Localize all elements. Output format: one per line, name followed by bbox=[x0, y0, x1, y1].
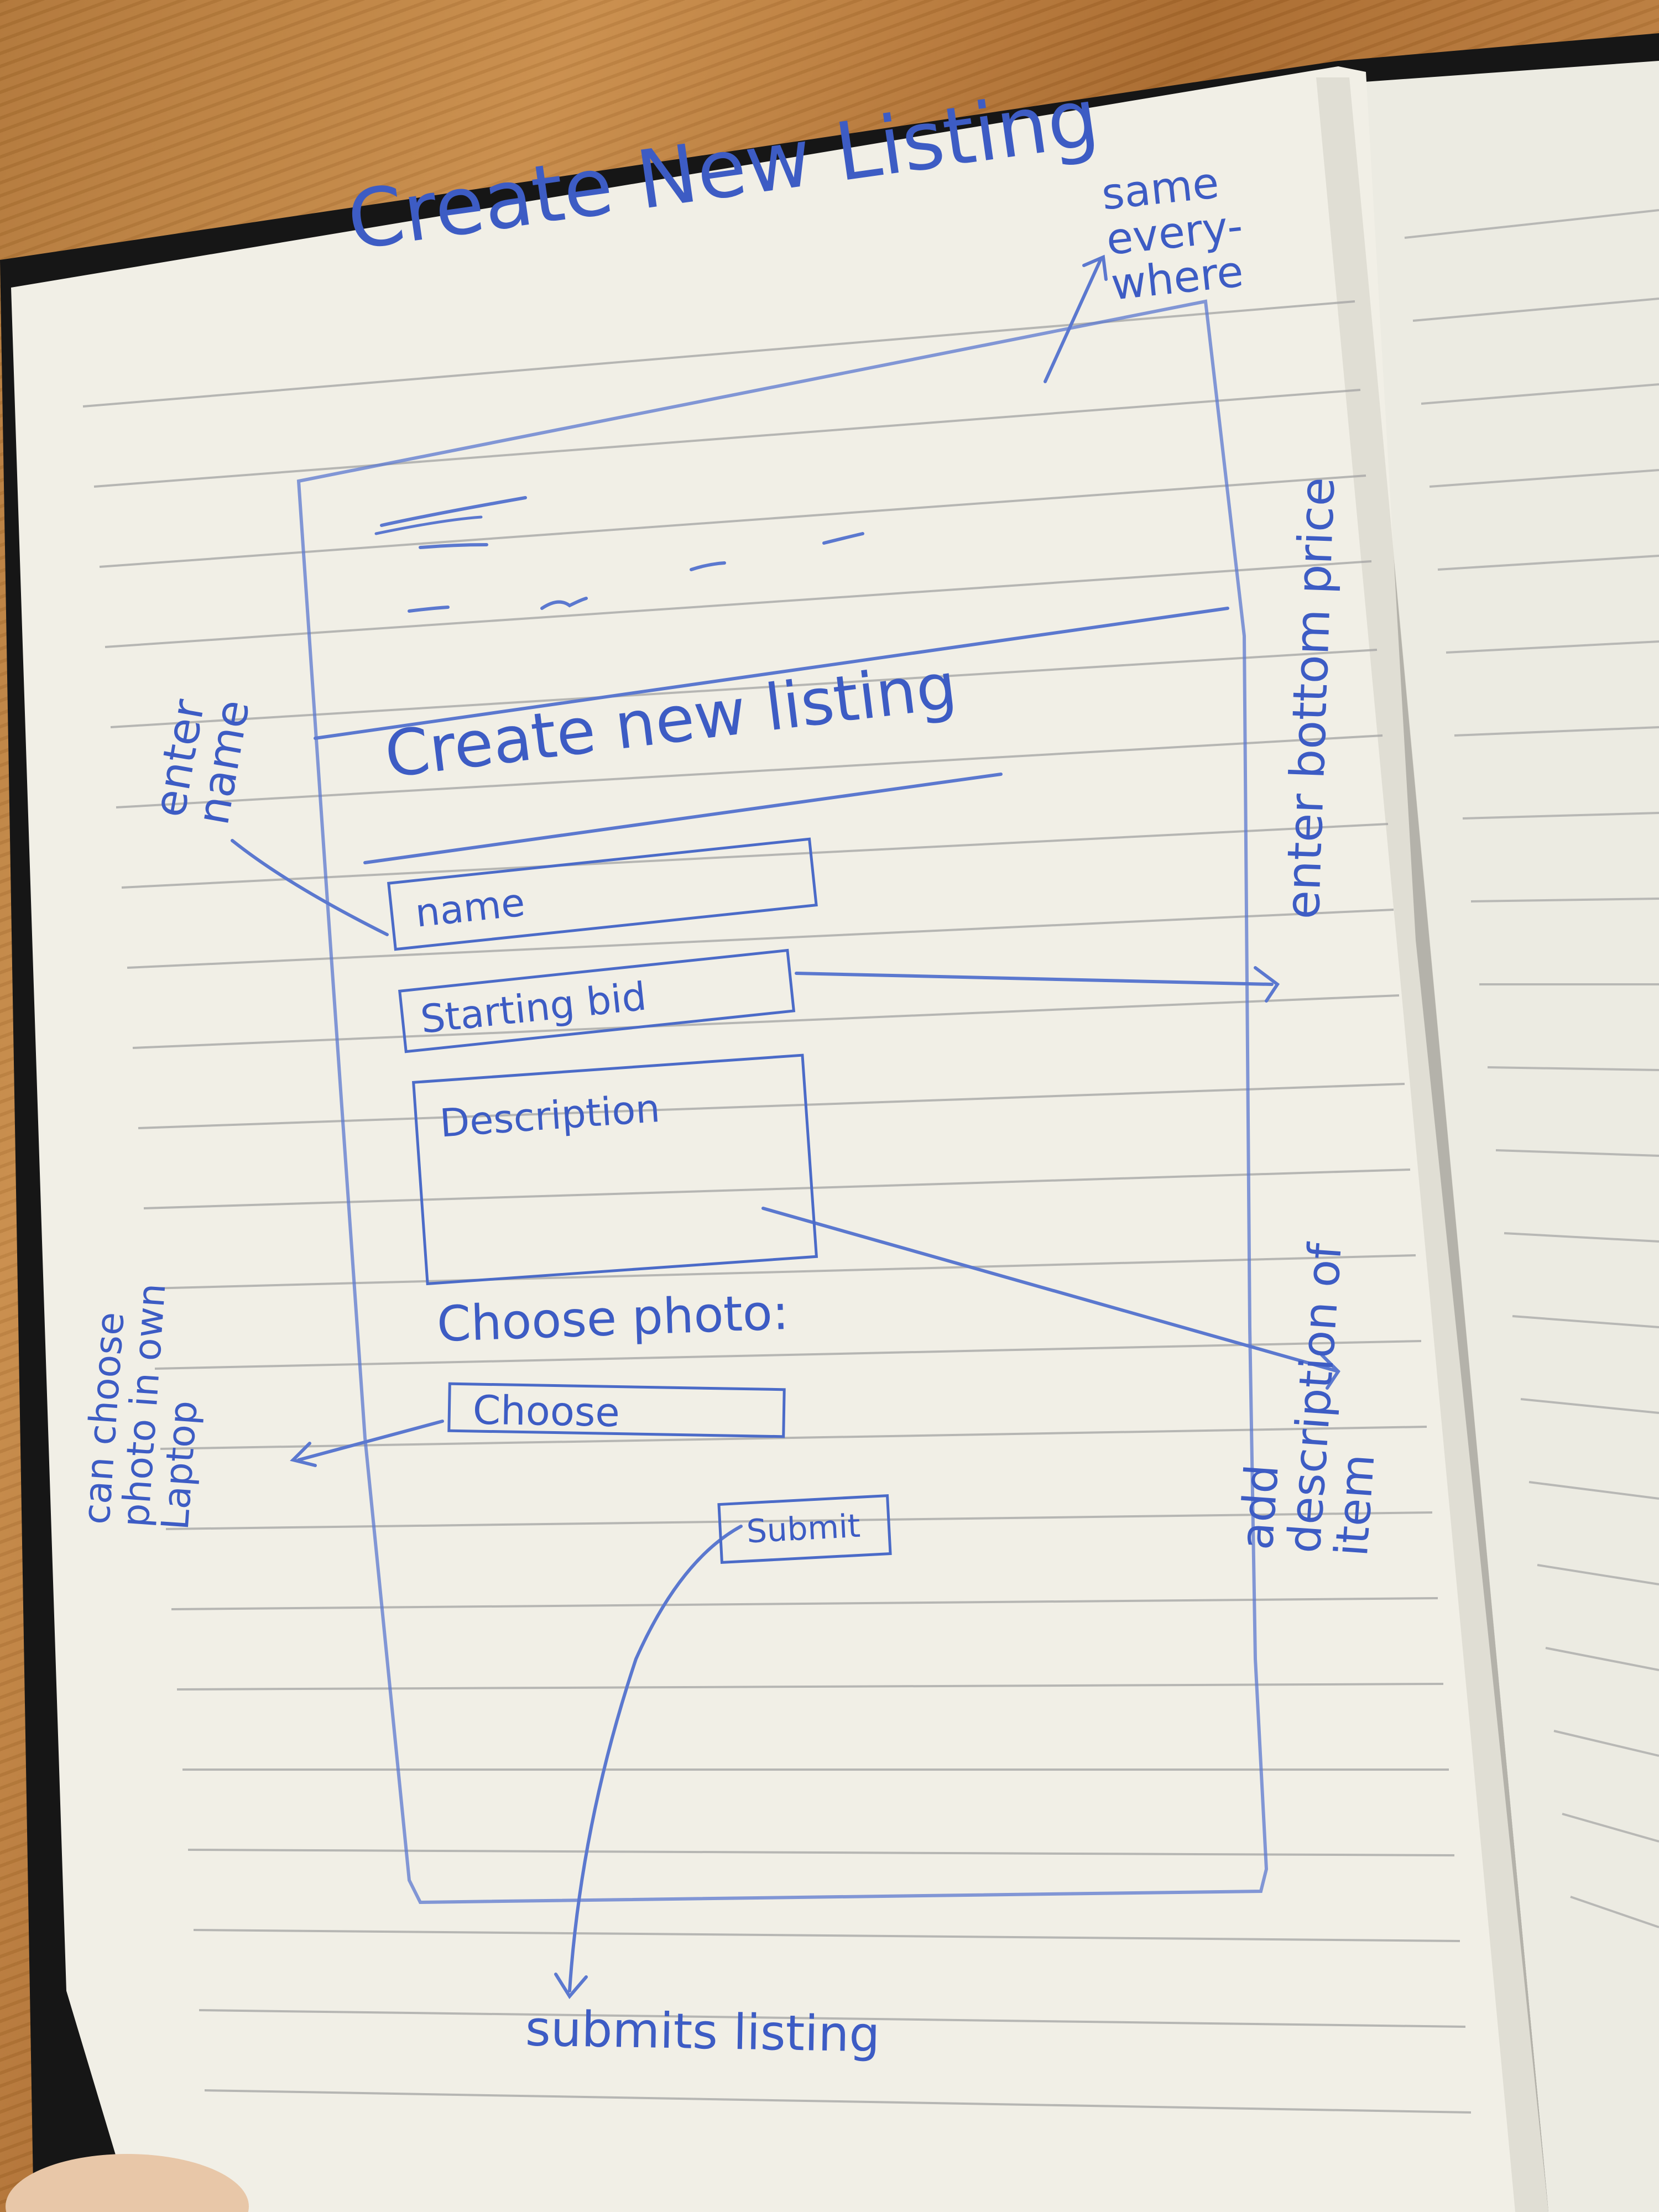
name-placeholder: name bbox=[413, 879, 527, 936]
description-placeholder: Description bbox=[438, 1085, 662, 1146]
submit-button[interactable]: Submit bbox=[717, 1494, 892, 1564]
notebook-page bbox=[11, 66, 1548, 2212]
choose-button[interactable]: Choose bbox=[447, 1382, 786, 1438]
annotation-submits-listing: submits listing bbox=[525, 2000, 881, 2063]
annotation-choose-photo: can choose photo in own Laptop bbox=[75, 1282, 206, 1532]
choose-button-label: Choose bbox=[472, 1386, 620, 1436]
starting-bid-placeholder: Starting bid bbox=[418, 973, 649, 1042]
note-same-everywhere: same every-where bbox=[1099, 158, 1246, 310]
choose-photo-label: Choose photo: bbox=[436, 1283, 790, 1353]
annotation-enter-bottom-price: enter bottom price bbox=[1275, 476, 1346, 920]
annotation-enter-name: enter name bbox=[143, 695, 260, 829]
description-textarea[interactable]: Description bbox=[412, 1053, 818, 1286]
submit-button-label: Submit bbox=[745, 1506, 862, 1551]
annotation-add-description: add description of item bbox=[1230, 1241, 1385, 1558]
